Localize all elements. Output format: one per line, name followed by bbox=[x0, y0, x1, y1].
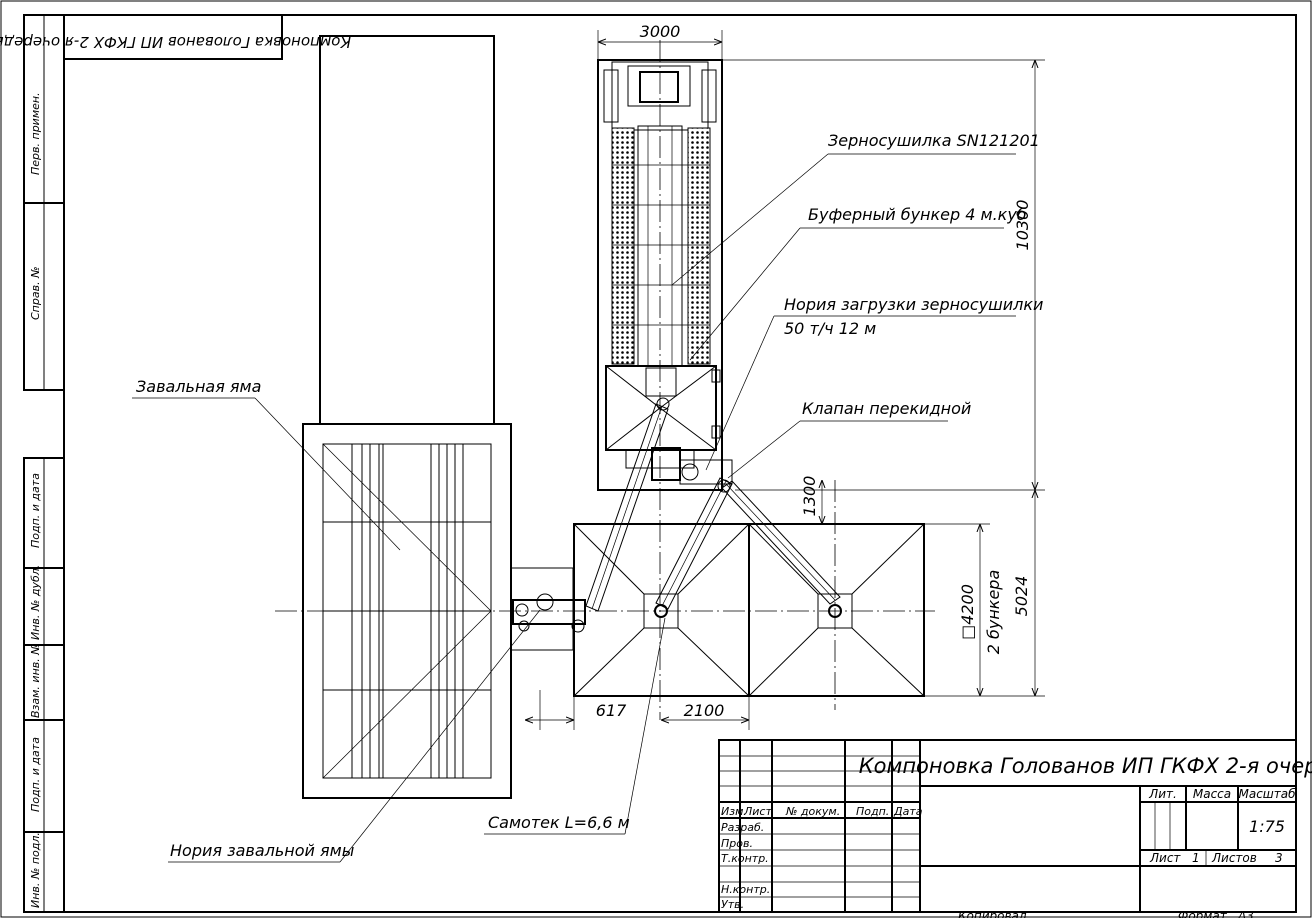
stamp-inv-dubl: Инв. № дубл. bbox=[29, 565, 42, 640]
rotated-title: Компоновка Голованов ИП ГКФХ 2-я очередь bbox=[0, 33, 351, 51]
sheets-value: 3 bbox=[1275, 851, 1283, 865]
row-nkontr: Н.контр. bbox=[721, 883, 770, 896]
label-elevator-load-2: 50 т/ч 12 м bbox=[784, 319, 876, 338]
sheet-label: Лист bbox=[1149, 851, 1181, 865]
stamp-perv-primen: Перв. примен. bbox=[29, 92, 42, 175]
dim-bunker-pitch: 2100 bbox=[684, 701, 725, 720]
dimension-lines bbox=[525, 30, 1045, 730]
grain-dryer bbox=[597, 59, 733, 491]
drawing-title: Компоновка Голованов ИП ГКФХ 2-я очередь bbox=[859, 754, 1312, 778]
truck-platform bbox=[319, 35, 495, 425]
mass-label: Масса bbox=[1193, 787, 1231, 801]
label-pit-elevator: Нория завальной ямы bbox=[170, 841, 354, 860]
label-elevator-load-1: Нория загрузки зерносушилки bbox=[784, 295, 1043, 314]
label-chute: Самотек L=6,6 м bbox=[488, 813, 630, 832]
side-stamp: Перв. примен. Справ. № Подп. и дата Инв.… bbox=[23, 14, 65, 913]
row-tkontr: Т.контр. bbox=[721, 852, 769, 865]
col-doc: № докум. bbox=[785, 805, 840, 818]
spouts bbox=[585, 397, 841, 612]
dim-dryer-width: 3000 bbox=[640, 22, 681, 41]
dim-bunker-count: 2 бункера bbox=[984, 570, 1003, 655]
scale-value: 1:75 bbox=[1249, 817, 1285, 836]
dim-gap: 1300 bbox=[800, 476, 819, 517]
dim-bunker-size: □4200 bbox=[958, 584, 977, 640]
row-utv: Утв. bbox=[721, 898, 744, 911]
copied-label: Копировал bbox=[958, 909, 1027, 918]
rotated-title-box: Компоновка Голованов ИП ГКФХ 2-я очередь bbox=[0, 14, 351, 60]
sheets-label: Листов bbox=[1211, 851, 1257, 865]
row-prov: Пров. bbox=[721, 837, 753, 850]
format-value: А3 bbox=[1237, 909, 1254, 918]
scale-label: Масштаб bbox=[1238, 787, 1296, 801]
row-razrab: Разраб. bbox=[721, 821, 764, 834]
bunkers bbox=[573, 523, 925, 697]
label-pit: Завальная яма bbox=[136, 377, 261, 396]
stamp-vzam-inv: Взам. инв. № bbox=[29, 643, 42, 718]
label-valve: Клапан перекидной bbox=[802, 399, 971, 418]
sheet-value: 1 bbox=[1192, 851, 1200, 865]
title-block bbox=[718, 739, 1297, 913]
stamp-podp-data-1: Подп. и дата bbox=[29, 473, 42, 548]
label-dryer: Зерносушилка SN121201 bbox=[828, 131, 1040, 150]
dim-dryer-height: 10300 bbox=[1013, 200, 1032, 251]
stamp-podp-data-2: Подп. и дата bbox=[29, 737, 42, 812]
col-list: Лист bbox=[743, 805, 772, 818]
label-buffer: Буферный бункер 4 м.куб bbox=[808, 205, 1027, 224]
stamp-inv-podl: Инв. № подл. bbox=[29, 832, 42, 908]
col-sign: Подп. bbox=[856, 805, 889, 818]
intake-pit bbox=[302, 423, 512, 799]
col-izm: Изм. bbox=[721, 805, 747, 818]
col-date: Дата bbox=[893, 805, 923, 818]
callout-leaders bbox=[132, 153, 1016, 863]
stamp-sprav-no: Справ. № bbox=[29, 266, 42, 320]
lit-label: Лит. bbox=[1148, 787, 1177, 801]
dim-offset: 617 bbox=[596, 701, 627, 720]
dim-bunkers-total: 5024 bbox=[1012, 576, 1031, 617]
format-label: Формат bbox=[1178, 909, 1228, 918]
